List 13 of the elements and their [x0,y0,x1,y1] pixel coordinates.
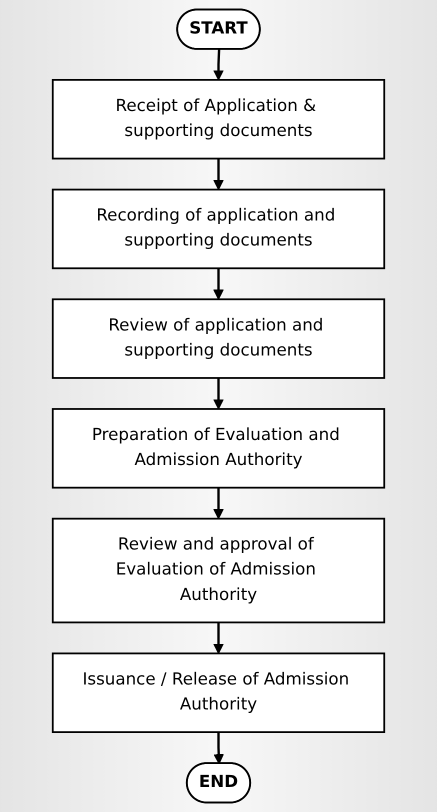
arrow [213,268,224,300]
node-box: Review and approval of Evaluation of Admission Authority [52,518,386,624]
node-box: Receipt of Application & supporting documents [52,79,386,160]
arrow [213,378,224,410]
arrow [213,49,224,80]
node-box: Recording of application and supporting documents [52,188,386,270]
arrow [213,488,224,520]
node-box: Preparation of Evaluation and Admission Authority [52,408,386,489]
node-box: Issuance / Release of Admission Authority [52,652,386,733]
arrow [214,732,224,764]
arrow [213,622,224,654]
node-box: Review of application and supporting documents [52,298,386,379]
arrow [213,158,224,190]
